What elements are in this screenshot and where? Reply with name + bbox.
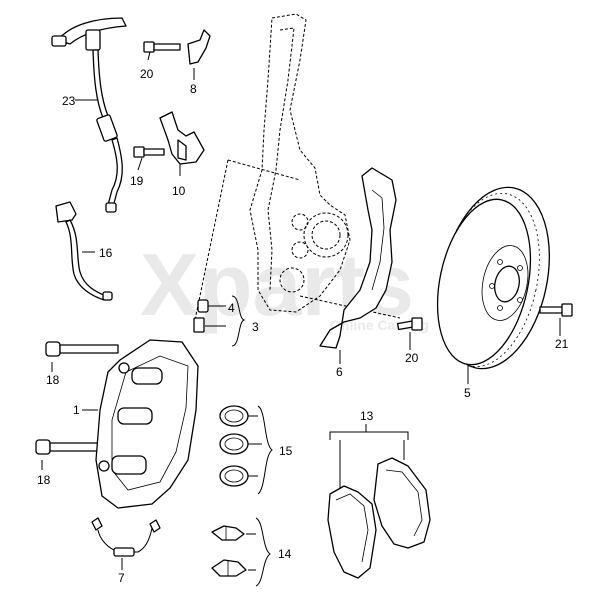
wear-sensor-part-16[interactable] bbox=[55, 201, 113, 301]
callout-5: 5 bbox=[464, 386, 471, 400]
callout-13: 13 bbox=[360, 409, 374, 423]
caliper-bolt-part-18-upper[interactable] bbox=[45, 341, 119, 372]
bracket-part-8[interactable] bbox=[187, 29, 211, 80]
callout-15: 15 bbox=[279, 444, 293, 458]
piston-seals-part-15[interactable] bbox=[219, 405, 273, 495]
brake-disc-part-5[interactable] bbox=[423, 177, 564, 384]
callout-8: 8 bbox=[190, 82, 197, 96]
brake-pads-part-13[interactable] bbox=[327, 424, 431, 579]
callout-7: 7 bbox=[118, 571, 125, 585]
brake-caliper-part-1[interactable] bbox=[82, 339, 199, 509]
callout-labels: 20 8 23 19 10 16 4 3 20 21 6 5 18 1 13 1… bbox=[37, 67, 569, 585]
callout-14: 14 bbox=[278, 547, 292, 561]
callout-23: 23 bbox=[62, 94, 76, 108]
bolt-part-20-upper[interactable] bbox=[143, 41, 181, 61]
bleed-screw-part-3-4[interactable] bbox=[193, 295, 246, 347]
bolt-part-20-lower[interactable] bbox=[396, 317, 423, 350]
callout-20-lower: 20 bbox=[405, 351, 419, 365]
callout-3: 3 bbox=[252, 320, 259, 334]
callout-18-lower: 18 bbox=[37, 473, 51, 487]
bolt-part-21[interactable] bbox=[539, 303, 573, 336]
callout-20-upper: 20 bbox=[140, 67, 154, 81]
callout-21: 21 bbox=[555, 337, 569, 351]
caliper-bolt-part-18-lower[interactable] bbox=[35, 439, 107, 470]
splash-shield-part-6[interactable] bbox=[319, 167, 397, 364]
callout-1: 1 bbox=[73, 403, 80, 417]
steering-knuckle bbox=[194, 13, 401, 321]
callout-19: 19 bbox=[130, 174, 144, 188]
callout-18-upper: 18 bbox=[46, 373, 60, 387]
anti-rattle-clips-part-14[interactable] bbox=[211, 517, 271, 587]
bracket-part-10[interactable] bbox=[159, 111, 205, 176]
bolt-part-19[interactable] bbox=[133, 146, 165, 171]
callout-4: 4 bbox=[228, 301, 235, 315]
wear-indicator-part-7[interactable] bbox=[91, 517, 161, 570]
brake-hose-part-23[interactable] bbox=[51, 17, 127, 213]
callout-16: 16 bbox=[99, 246, 113, 260]
callout-6: 6 bbox=[336, 365, 343, 379]
callout-10: 10 bbox=[172, 184, 186, 198]
